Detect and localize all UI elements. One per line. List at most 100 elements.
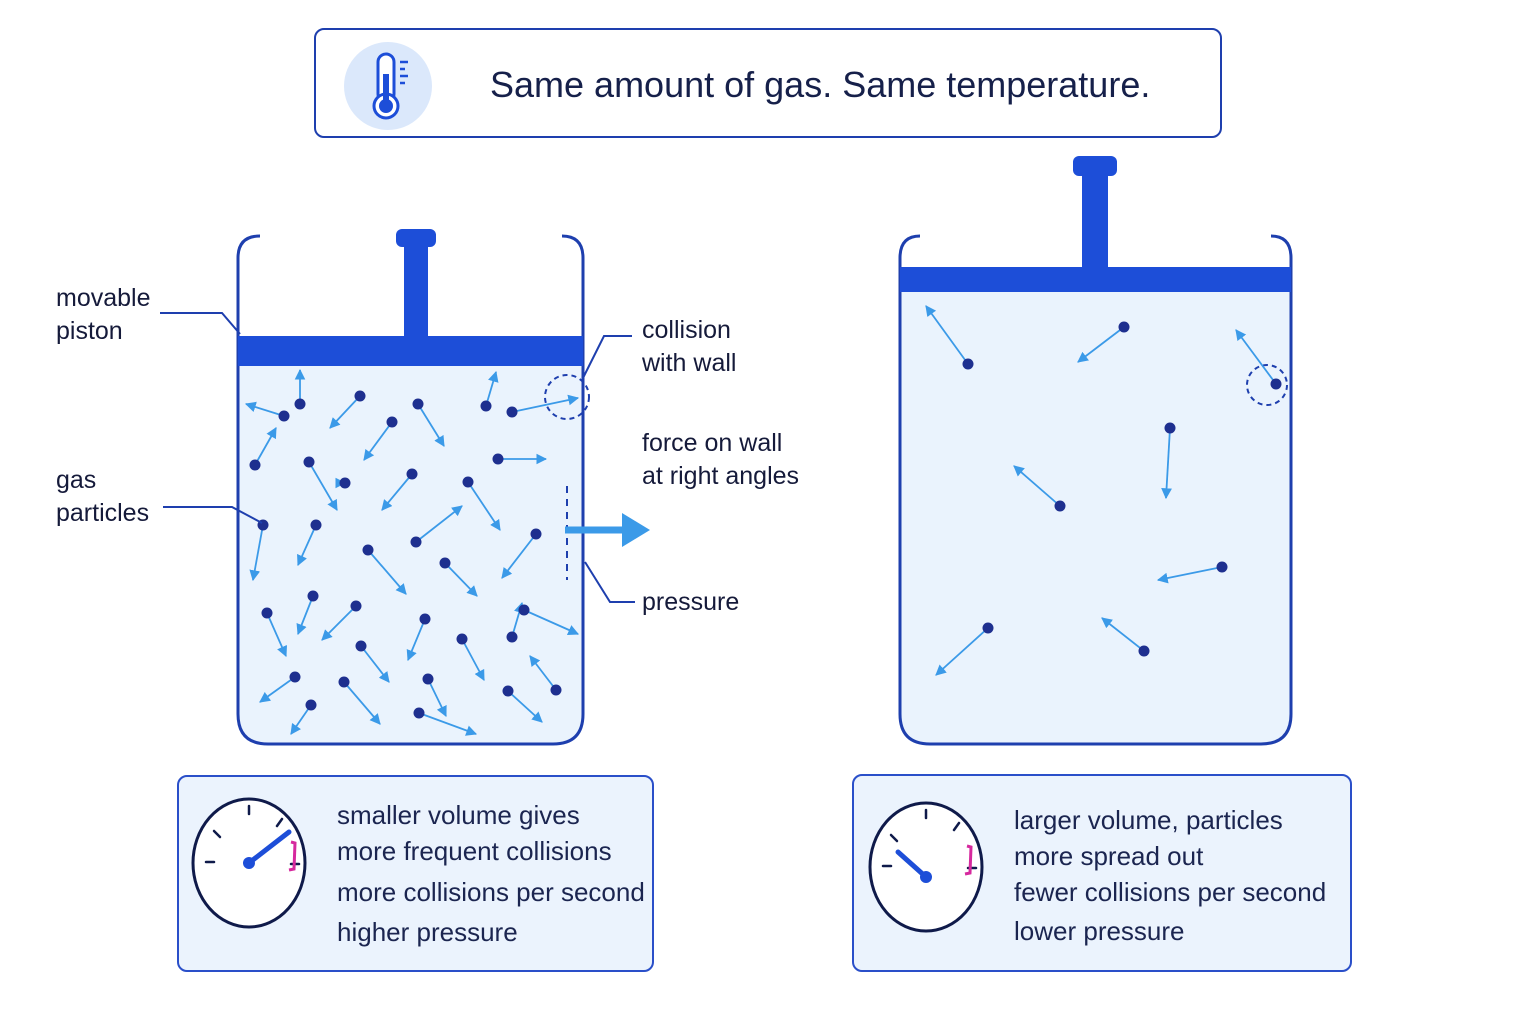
gas-particle [439, 557, 451, 569]
label-particles: particles [56, 499, 150, 527]
panel2-line4: lower pressure [1014, 916, 1185, 946]
gas-particle [1270, 378, 1282, 390]
gas-particle [1216, 561, 1228, 573]
velocity-arrow [308, 461, 338, 511]
gas-particle [530, 528, 542, 540]
label-force-on-wall: force on wall [642, 429, 783, 457]
gas-particle [422, 673, 434, 685]
velocity-arrow [360, 645, 390, 683]
pressure-gauge-high-icon [191, 797, 307, 929]
velocity-arrow [244, 401, 285, 417]
leader-lines [160, 312, 635, 603]
velocity-arrow [381, 473, 413, 511]
gas-particle [550, 684, 562, 696]
velocity-arrow [467, 481, 501, 531]
collision-highlight-right [1246, 364, 1288, 406]
gas-particle [362, 544, 374, 556]
panel2-line3: fewer collisions per second [1014, 877, 1327, 907]
gas-particle [386, 416, 398, 428]
particles-large-volume [925, 305, 1282, 676]
gas-particle [410, 536, 422, 548]
small-volume-cylinder [236, 229, 650, 746]
thermometer-icon [344, 42, 432, 130]
gas-particle [307, 590, 319, 602]
gas-particle [480, 400, 492, 412]
velocity-arrow [1101, 617, 1145, 652]
velocity-arrow [254, 427, 277, 466]
piston-handle-right [1073, 156, 1117, 176]
gas-region-small [238, 365, 583, 744]
panel1-line3: more collisions per second [337, 877, 645, 907]
gas-particle [261, 607, 273, 619]
velocity-arrow [1013, 465, 1061, 507]
velocity-arrow [507, 690, 543, 723]
velocity-arrow [501, 533, 537, 579]
velocity-arrow [259, 676, 296, 703]
label-piston: piston [56, 317, 123, 345]
velocity-arrow [1161, 427, 1172, 500]
gas-particle [354, 390, 366, 402]
page-title: Same amount of gas. Same temperature. [490, 64, 1151, 105]
gas-particle [502, 685, 514, 697]
label-with-wall: with wall [642, 349, 737, 377]
force-arrow-head [622, 513, 650, 547]
gas-particle [982, 622, 994, 634]
velocity-arrow [418, 712, 478, 736]
velocity-arrow [290, 704, 312, 735]
velocity-arrow [343, 681, 381, 725]
gas-particle [413, 707, 425, 719]
velocity-arrow [266, 612, 288, 657]
velocity-arrow [1156, 566, 1223, 584]
velocity-arrow [529, 655, 557, 691]
pressure-gauge-low-icon [868, 801, 984, 933]
label-pressure: pressure [642, 588, 740, 616]
velocity-arrow [523, 609, 579, 635]
gas-particle [355, 640, 367, 652]
panel1-line1: smaller volume gives [337, 800, 580, 830]
cylinder-wall-left [236, 234, 585, 746]
gas-particle [339, 477, 351, 489]
label-movable: movable [56, 284, 151, 312]
velocity-arrow [417, 403, 445, 447]
gas-particle [412, 398, 424, 410]
velocity-arrow [367, 549, 407, 595]
panel2-line2: more spread out [1014, 841, 1204, 871]
velocity-arrow [249, 524, 264, 582]
piston-rod-right [1082, 165, 1108, 269]
velocity-arrow [321, 605, 357, 641]
velocity-arrow [935, 627, 989, 676]
label-collision: collision [642, 316, 731, 344]
velocity-arrow [925, 305, 969, 365]
gas-particle [962, 358, 974, 370]
velocity-arrow [363, 421, 393, 461]
leader-movable-piston [160, 312, 241, 335]
header-banner [314, 28, 1222, 138]
panel1-line2: more frequent collisions [337, 836, 612, 866]
gas-particle [249, 459, 261, 471]
gas-particle [1118, 321, 1130, 333]
velocity-arrow [511, 394, 580, 413]
piston-right [900, 267, 1291, 292]
velocity-arrow [444, 562, 478, 597]
velocity-arrow [461, 638, 485, 681]
gas-particle [289, 671, 301, 683]
leader-pressure [584, 561, 635, 603]
velocity-arrow [1235, 329, 1277, 385]
panel1-line4: higher pressure [337, 917, 518, 947]
piston-rod-left [404, 238, 428, 338]
velocity-arrow [427, 678, 447, 717]
label-right-angles: at right angles [642, 462, 800, 490]
collision-highlight-left [544, 374, 590, 420]
gas-particle [406, 468, 418, 480]
leader-gas-particles [163, 506, 263, 524]
gas-particle [492, 453, 504, 465]
velocity-arrow [485, 370, 499, 407]
label-gas: gas [56, 466, 97, 494]
gas-particle [506, 406, 518, 418]
velocity-arrow [406, 618, 426, 661]
panel2-line1: larger volume, particles [1014, 805, 1283, 835]
velocity-arrow [1077, 326, 1125, 363]
particles-small-volume [244, 368, 580, 736]
gas-particle [1164, 422, 1176, 434]
piston-handle-left [396, 229, 436, 247]
